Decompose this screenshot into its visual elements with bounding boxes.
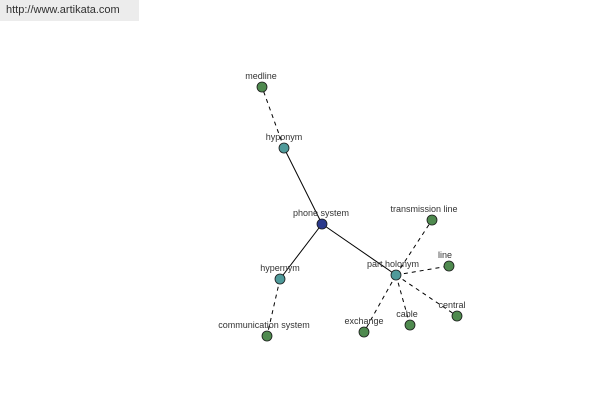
graph-edges xyxy=(261,86,458,337)
edge-hypernym-communication-system xyxy=(266,278,281,337)
node-line[interactable] xyxy=(443,260,455,272)
node-hypernym[interactable] xyxy=(274,273,286,285)
node-label-exchange: exchange xyxy=(344,316,383,326)
graph-nodes xyxy=(256,81,463,342)
edge-part-holonym-exchange xyxy=(363,274,397,333)
node-label-cable: cable xyxy=(396,309,418,319)
node-label-hyponym: hyponym xyxy=(266,132,303,142)
node-label-line: line xyxy=(438,250,452,260)
edge-part-holonym-cable xyxy=(395,274,411,326)
edge-center-hypernym xyxy=(279,223,323,280)
node-medline[interactable] xyxy=(256,81,268,93)
edge-center-hyponym xyxy=(283,147,323,225)
node-transmission-line[interactable] xyxy=(426,214,438,226)
node-label-medline: medline xyxy=(245,71,277,81)
node-communication-system[interactable] xyxy=(261,330,273,342)
source-url: http://www.artikata.com xyxy=(0,0,139,21)
edge-part-holonym-line xyxy=(395,265,450,276)
graph-labels: phone system hyponym hypernym part holonym m… xyxy=(218,71,465,330)
node-label-communication-system: communication system xyxy=(218,320,310,330)
node-central[interactable] xyxy=(451,310,463,322)
node-label-part-holonym: part holonym xyxy=(367,259,419,269)
node-label-transmission-line: transmission line xyxy=(390,204,457,214)
node-label-central: central xyxy=(438,300,465,310)
node-hyponym[interactable] xyxy=(278,142,290,154)
node-label-hypernym: hypernym xyxy=(260,263,300,273)
node-center[interactable] xyxy=(316,218,328,230)
edge-part-holonym-transmission-line xyxy=(395,219,433,276)
edge-center-part-holonym xyxy=(321,223,397,276)
edge-hyponym-medline xyxy=(261,86,285,149)
node-cable[interactable] xyxy=(404,319,416,331)
node-part-holonym[interactable] xyxy=(390,269,402,281)
node-label-center: phone system xyxy=(293,208,349,218)
node-exchange[interactable] xyxy=(358,326,370,338)
